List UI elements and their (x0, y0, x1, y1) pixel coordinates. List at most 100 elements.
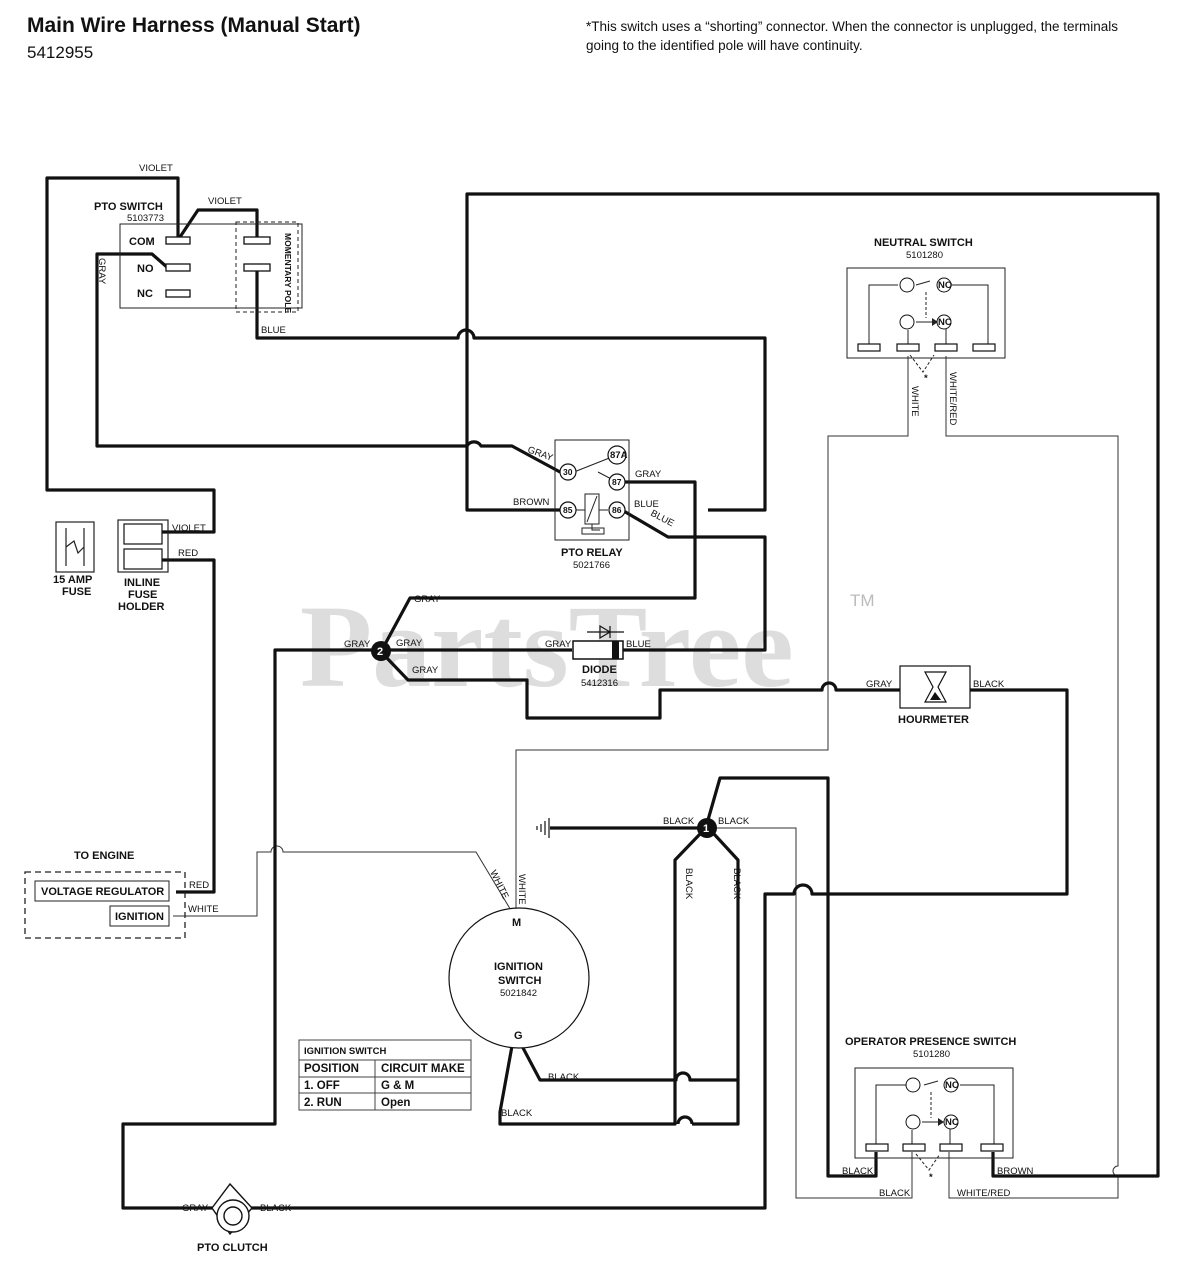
ignition-box (109, 905, 170, 927)
splice-1-dot (697, 818, 717, 838)
fuse-holder-label-2: FUSE (128, 589, 157, 601)
pin-86-label: 86 (612, 505, 622, 515)
wire-label-black: BLACK (718, 816, 750, 827)
thin-wires (173, 356, 1119, 1199)
wire-label-white: WHITE (516, 874, 527, 905)
wire-label-gray: GRAY (866, 679, 893, 690)
ignition-m-label: M (512, 917, 521, 929)
shorting-connector-note: *This switch uses a “shorting” connector… (586, 19, 1119, 53)
watermark-tm: TM (850, 591, 875, 610)
ops-no-contact (943, 1077, 959, 1093)
wire-label-black: BLACK (663, 816, 695, 827)
fuse-holder-label-1: INLINE (124, 577, 160, 589)
ops-terminal-3 (939, 1143, 963, 1152)
wire-black-right-a (692, 832, 740, 1126)
ops-pivot-a (905, 1077, 921, 1093)
pin-87-label: 87 (612, 477, 622, 487)
wire-label-black: BLACK (973, 679, 1005, 690)
neutral-switch-lines (868, 280, 989, 344)
wire-blue-pole (255, 268, 767, 512)
neutral-pivot-a (899, 277, 915, 293)
wire-label-black: BLACK (731, 868, 742, 900)
table-cell: 2. RUN (304, 1097, 342, 1109)
ground-icon (536, 818, 550, 838)
ops-body (854, 1067, 1014, 1159)
terminal-com (165, 236, 191, 245)
fuse-element (65, 528, 85, 566)
pto-switch: PTO SWITCH 5103773 COM NO NC MOMENTARY P… (94, 201, 303, 313)
neutral-terminal-1 (857, 343, 881, 352)
neutral-nc-contact (936, 314, 952, 330)
no-label: NO (137, 263, 154, 275)
diode-label: DIODE (582, 664, 617, 676)
wire-label-brown: BROWN (513, 497, 550, 508)
wire-black-g (520, 1045, 738, 1082)
pto-relay-label: PTO RELAY (561, 547, 623, 559)
pto-clutch: PTO CLUTCH (197, 1182, 268, 1254)
page-title: Main Wire Harness (Manual Start) (27, 14, 361, 37)
fuse-holder-slot-b (123, 548, 163, 570)
thick-wires (45, 176, 1160, 1210)
terminal-pole-b (243, 263, 271, 272)
neutral-switch-label: NEUTRAL SWITCH (874, 237, 973, 249)
pto-relay-body (554, 439, 630, 541)
ignition-table-frame (298, 1039, 472, 1111)
pin-86 (608, 501, 626, 519)
wire-blue-86 (621, 508, 767, 652)
momentary-pole-label: MOMENTARY POLE (283, 233, 293, 313)
table-cell: Open (381, 1097, 410, 1109)
operator-presence-switch: NO NC * OPERATOR PRESENCE SWITCH 5101280 (845, 1036, 1016, 1183)
fuse-label-1: 15 AMP (53, 574, 92, 586)
ops-shorting-link (915, 1153, 941, 1171)
wire-label-black: BLACK (879, 1188, 911, 1199)
ops-no-label: NO (945, 1080, 959, 1091)
pin-85 (559, 501, 577, 519)
fuse-holder: INLINE FUSE HOLDER (117, 519, 169, 613)
wire-label-gray: GRAY (635, 469, 662, 480)
pin-87a (607, 445, 627, 465)
ignition-table: IGNITION SWITCH POSITION CIRCUIT MAKE 1.… (298, 1039, 472, 1111)
ops-nc-contact (943, 1114, 959, 1130)
neutral-pivot-b (899, 314, 915, 330)
ignition-switch-label-2: SWITCH (498, 975, 541, 987)
splice-2: 2 (371, 641, 391, 661)
fuse-holder-body (117, 519, 169, 573)
wire-black-jump-b (676, 1115, 694, 1125)
pto-switch-body (119, 223, 303, 309)
engine-label: TO ENGINE (74, 850, 134, 862)
wire-gray-no (95, 252, 561, 474)
wire-gray-clutch (121, 648, 372, 1210)
neutral-no-label: NO (938, 280, 952, 291)
relay-resistor (581, 527, 605, 535)
wire-label-brown: BROWN (997, 1166, 1034, 1177)
wire-label-white-red: WHITE/RED (957, 1188, 1010, 1199)
pin-85-label: 85 (563, 505, 573, 515)
wire-gray-hourmeter (383, 654, 902, 720)
wire-violet-pole (176, 208, 259, 241)
wire-label-blue: BLUE (261, 325, 286, 336)
fuse-holder-label-3: HOLDER (118, 601, 165, 613)
pto-switch-label: PTO SWITCH (94, 201, 163, 213)
hourmeter: HOURMETER (898, 665, 971, 726)
ops-lines (875, 1080, 995, 1145)
hourglass-sand (930, 692, 941, 700)
hourmeter-label: HOURMETER (898, 714, 969, 726)
nc-label: NC (137, 288, 153, 300)
fuse-body (55, 521, 95, 573)
wire-whitered-neutral (945, 356, 1119, 1199)
wire-white-ignition (173, 845, 513, 917)
ops-nc-label: NC (945, 1117, 959, 1128)
wire-label-gray: GRAY (412, 665, 439, 676)
neutral-nc-label: NC (938, 317, 952, 328)
ops-terminal-1 (865, 1143, 889, 1152)
wire-label-white: WHITE (188, 904, 219, 915)
voltage-regulator-label: VOLTAGE REGULATOR (41, 886, 164, 898)
table-header-position: POSITION (304, 1063, 359, 1075)
wire-red (160, 558, 216, 894)
wire-gray-87 (381, 480, 697, 649)
ignition-switch: M G IGNITION SWITCH 5021842 (448, 907, 590, 1049)
harness-part-number: 5412955 (27, 43, 94, 62)
wire-label-gray: GRAY (396, 638, 423, 649)
wire-label-black: BLACK (842, 1166, 874, 1177)
wire-black-hourmeter (251, 688, 1069, 1210)
